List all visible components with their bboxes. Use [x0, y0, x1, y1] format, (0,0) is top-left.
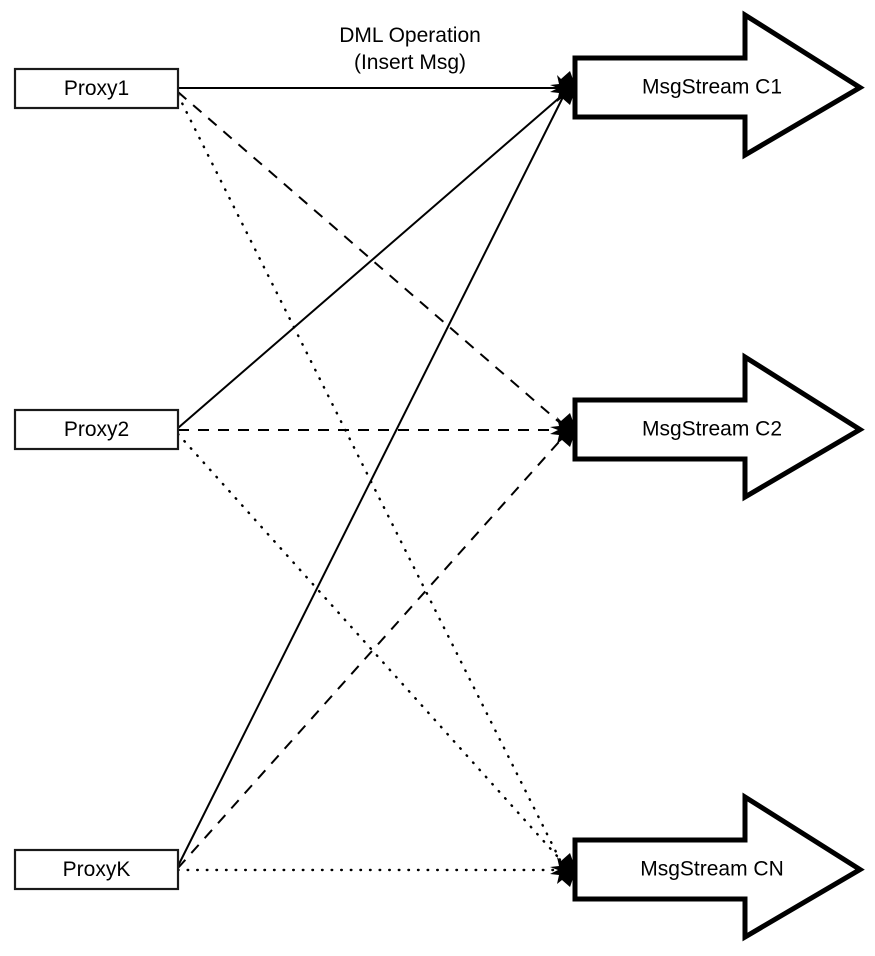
msgstream-arrow-shape	[572, 792, 865, 942]
arrowhead-c2	[550, 413, 576, 447]
link-proxyk-to-c1	[177, 94, 565, 867]
msgstream-stream_cn[interactable]: MsgStream CN	[572, 792, 865, 942]
edge-caption-line-2: (Insert Msg)	[354, 51, 466, 74]
msgstream-label: MsgStream CN	[640, 858, 784, 881]
msgstream-stream_c1[interactable]: MsgStream C1	[572, 10, 865, 160]
arrowhead-cn	[550, 853, 576, 887]
proxy-label: Proxy2	[64, 418, 129, 441]
proxy-label: ProxyK	[63, 858, 131, 881]
proxy-box-shape	[13, 408, 180, 451]
proxy-label: Proxy1	[64, 77, 129, 100]
msgstream-label: MsgStream C1	[642, 76, 782, 99]
arrowheads-layer	[550, 71, 576, 887]
edge-caption-line-1: DML Operation	[339, 24, 481, 47]
msgstream-arrow-shape	[572, 10, 865, 160]
msgstream-arrows-layer: MsgStream C1 MsgStream C2 MsgStream CN	[572, 10, 865, 942]
msgstream-arrow-shape	[572, 352, 865, 502]
msgstream-stream_c2[interactable]: MsgStream C2	[572, 352, 865, 502]
proxy-node-proxy2[interactable]: Proxy2	[13, 408, 180, 451]
msgstream-label: MsgStream C2	[642, 418, 782, 441]
proxy-node-proxyk[interactable]: ProxyK	[13, 848, 180, 891]
link-proxyk-to-c2	[177, 433, 567, 869]
link-proxy1-to-c2	[177, 91, 567, 429]
proxy-node-proxy1[interactable]: Proxy1	[13, 67, 180, 110]
link-proxy2-to-cn	[176, 432, 568, 868]
proxy-box-shape	[13, 848, 180, 891]
link-proxy2-to-c1	[177, 91, 567, 429]
connection-lines-layer	[176, 87, 570, 872]
proxy-box-shape	[13, 67, 180, 110]
arrowhead-c1	[550, 71, 576, 105]
edge-caption: DML Operation (Insert Msg)	[339, 24, 481, 74]
